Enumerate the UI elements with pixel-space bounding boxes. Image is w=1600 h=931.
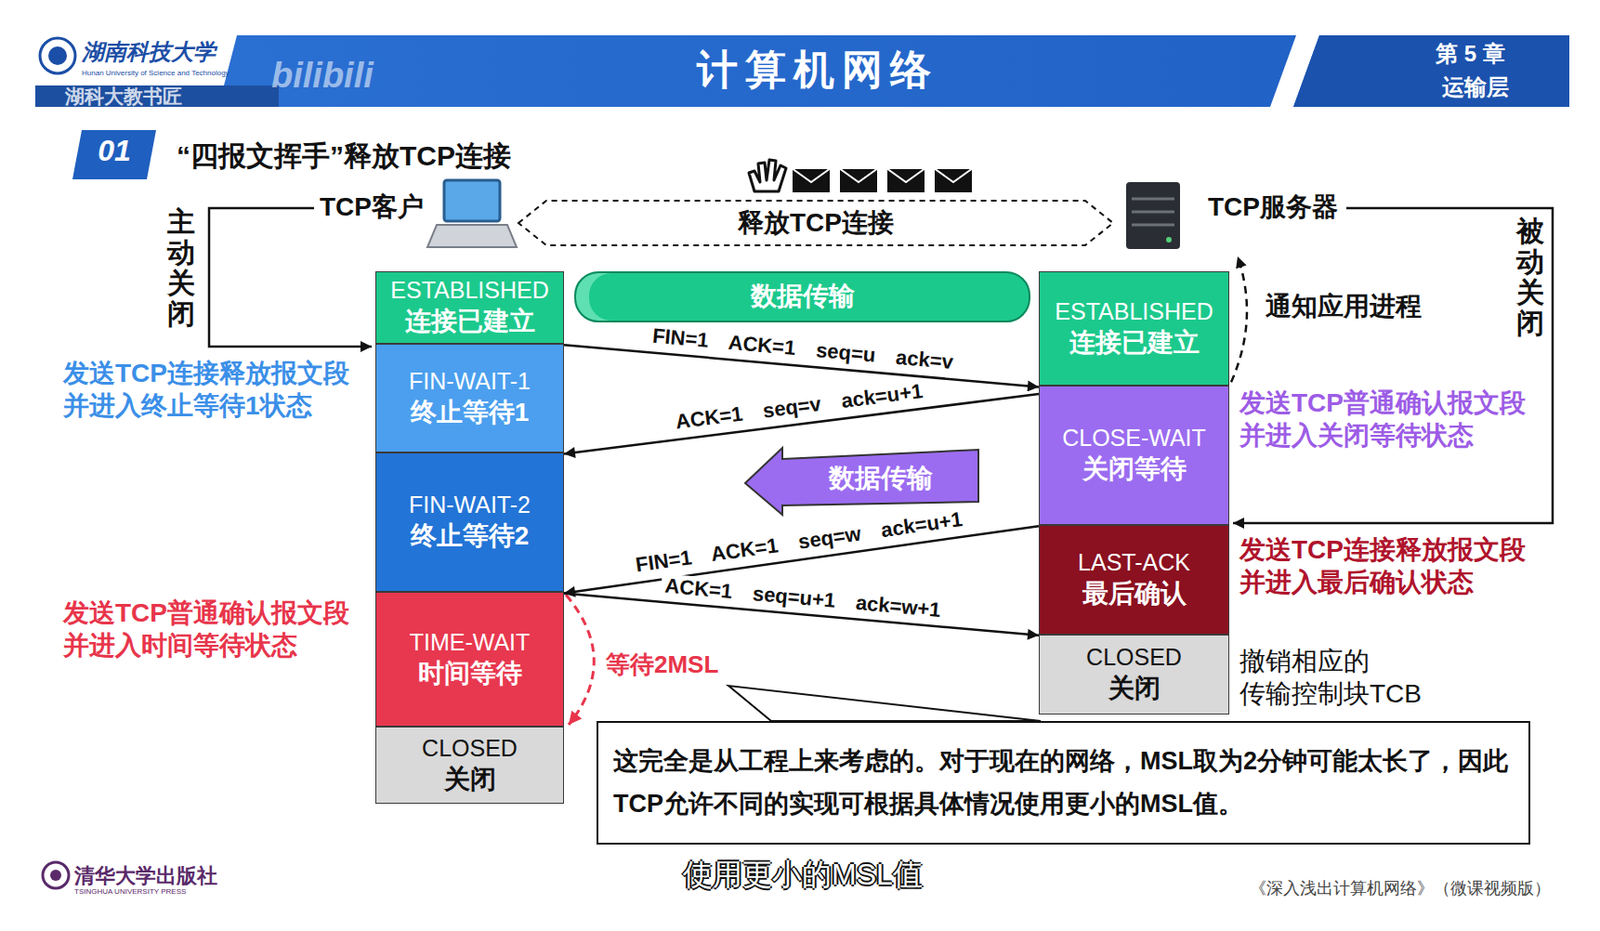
text-line: 撤销相应的 (1239, 644, 1422, 678)
text-line: 传输控制块TCB (1239, 677, 1422, 710)
node-text: 关闭 (444, 762, 497, 797)
university-name-en: Hunan University of Science and Technolo… (81, 68, 230, 78)
node-text: CLOSE-WAIT (1062, 423, 1207, 453)
callout-box: 这完全是从工程上来考虑的。对于现在的网络，MSL取为2分钟可能太长了，因此TCP… (596, 721, 1531, 845)
annotation: 发送TCP连接释放报文段 并进入最后确认状态 (1239, 533, 1526, 599)
node-text: 终止等待1 (410, 395, 530, 430)
edge-label: 释放TCP连接 (734, 207, 898, 239)
text-line: 发送TCP普通确认报文段 (1239, 386, 1526, 420)
node-text: TCP服务器 (1207, 189, 1338, 225)
node-text: ESTABLISHED (1054, 297, 1213, 327)
annotation: 发送TCP连接释放报文段 并进入终止等待1状态 (63, 356, 350, 422)
university-name: 湖南科技大学 (81, 37, 216, 67)
watermark: bilibili (271, 55, 374, 96)
state-box: FIN-WAIT-2终止等待2 (375, 452, 564, 592)
text-line: 发送TCP普通确认报文段 (63, 596, 350, 630)
server-icon (1126, 182, 1181, 250)
node-text: 终止等待2 (410, 519, 530, 553)
side-label: 主动关闭 (167, 206, 196, 329)
annotation: 发送TCP普通确认报文段 并进入关闭等待状态 (1239, 386, 1526, 452)
text-line: 发送TCP连接释放报文段 (63, 356, 350, 390)
section-badge (72, 130, 157, 180)
connector (1231, 256, 1247, 382)
node-text: 连接已建立 (1069, 326, 1200, 360)
node-text: ESTABLISHED (390, 275, 549, 305)
laptop-icon (427, 180, 517, 248)
host-node: TCP服务器 (1114, 176, 1338, 255)
edge-label: ACK=1 seq=v ack=u+1 (670, 379, 929, 436)
edge-label: FIN=1 ACK=1 seq=w ack=u+1 (630, 507, 969, 579)
wait-arc (565, 594, 594, 725)
section-heading: “四报文挥手”释放TCP连接 (176, 137, 512, 176)
node-text: FIN-WAIT-1 (408, 367, 531, 396)
node-text: CLOSED (1086, 642, 1182, 672)
node-text: 数据传输 (828, 461, 933, 496)
publisher: 清华大学出版社 (74, 862, 218, 891)
subtitle: 使用更小的MSL值 (616, 854, 989, 896)
note: 通知应用进程 (1265, 289, 1422, 323)
node-text: FIN-WAIT-2 (408, 490, 531, 520)
edge-label: ACK=1 seq=u+1 ack=w+1 (659, 574, 945, 624)
node-text: 时间等待 (418, 656, 523, 691)
publisher-logo (42, 862, 69, 889)
state-box: ESTABLISHED连接已建立 (1038, 271, 1230, 386)
text-line: 并进入最后确认状态 (1239, 565, 1526, 599)
node-text: 连接已建立 (405, 304, 536, 339)
data-band: 数据传输 (574, 271, 1031, 323)
node-text: 这完全是从工程上来考虑的。对于现在的网络，MSL取为2分钟可能太长了，因此TCP… (613, 740, 1514, 827)
publisher-en: TSINGHUA UNIVERSITY PRESS (74, 887, 186, 896)
section-number: 01 (74, 133, 155, 169)
callout-tail (728, 685, 1041, 722)
book-title: 《深入浅出计算机网络》（微课视频版） (1249, 877, 1551, 900)
chapter-number: 第 5 章 (1435, 39, 1506, 69)
node-text: TIME-WAIT (409, 628, 531, 657)
watermark: 湖科大教书匠 (65, 83, 183, 110)
chapter-name: 运输层 (1442, 72, 1509, 103)
node-text: 关闭 (1108, 671, 1161, 706)
annotation: 撤销相应的 传输控制块TCB (1239, 644, 1422, 710)
node-text: 关闭等待 (1082, 452, 1187, 486)
state-box: TIME-WAIT时间等待 (375, 591, 564, 727)
annotation: 发送TCP普通确认报文段 并进入时间等待状态 (63, 596, 350, 662)
state-box: CLOSED关闭 (375, 726, 564, 804)
header-bar (35, 35, 1570, 107)
text-line: 并进入时间等待状态 (63, 629, 350, 662)
host-node: TCP客户 (319, 176, 517, 255)
node-text: LAST-ACK (1077, 548, 1191, 578)
side-label: 被动关闭 (1516, 215, 1545, 339)
text-line: 发送TCP连接释放报文段 (1239, 533, 1526, 566)
timer-label: 等待2MSL (605, 648, 719, 682)
node-text: CLOSED (421, 734, 518, 763)
state-box: FIN-WAIT-1终止等待1 (375, 343, 564, 453)
state-box: CLOSED关闭 (1038, 634, 1230, 715)
node-text: TCP客户 (319, 189, 424, 225)
wave-hand-icon (748, 159, 787, 192)
node-text: 数据传输 (750, 279, 855, 314)
envelope-icons (791, 168, 973, 194)
connector (518, 200, 1114, 246)
state-box: CLOSE-WAIT关闭等待 (1038, 385, 1230, 525)
node-text: 最后确认 (1082, 577, 1187, 611)
text-line: 并进入关闭等待状态 (1239, 419, 1526, 452)
text-line: 并进入终止等待1状态 (63, 389, 350, 422)
state-box: ESTABLISHED连接已建立 (375, 271, 564, 344)
page-title: 计算机网络 (631, 42, 1004, 98)
state-box: LAST-ACK最后确认 (1038, 524, 1230, 635)
data-arrow: 数据传输 (743, 440, 981, 517)
edge-label: FIN=1 ACK=1 seq=u ack=v (647, 323, 958, 376)
